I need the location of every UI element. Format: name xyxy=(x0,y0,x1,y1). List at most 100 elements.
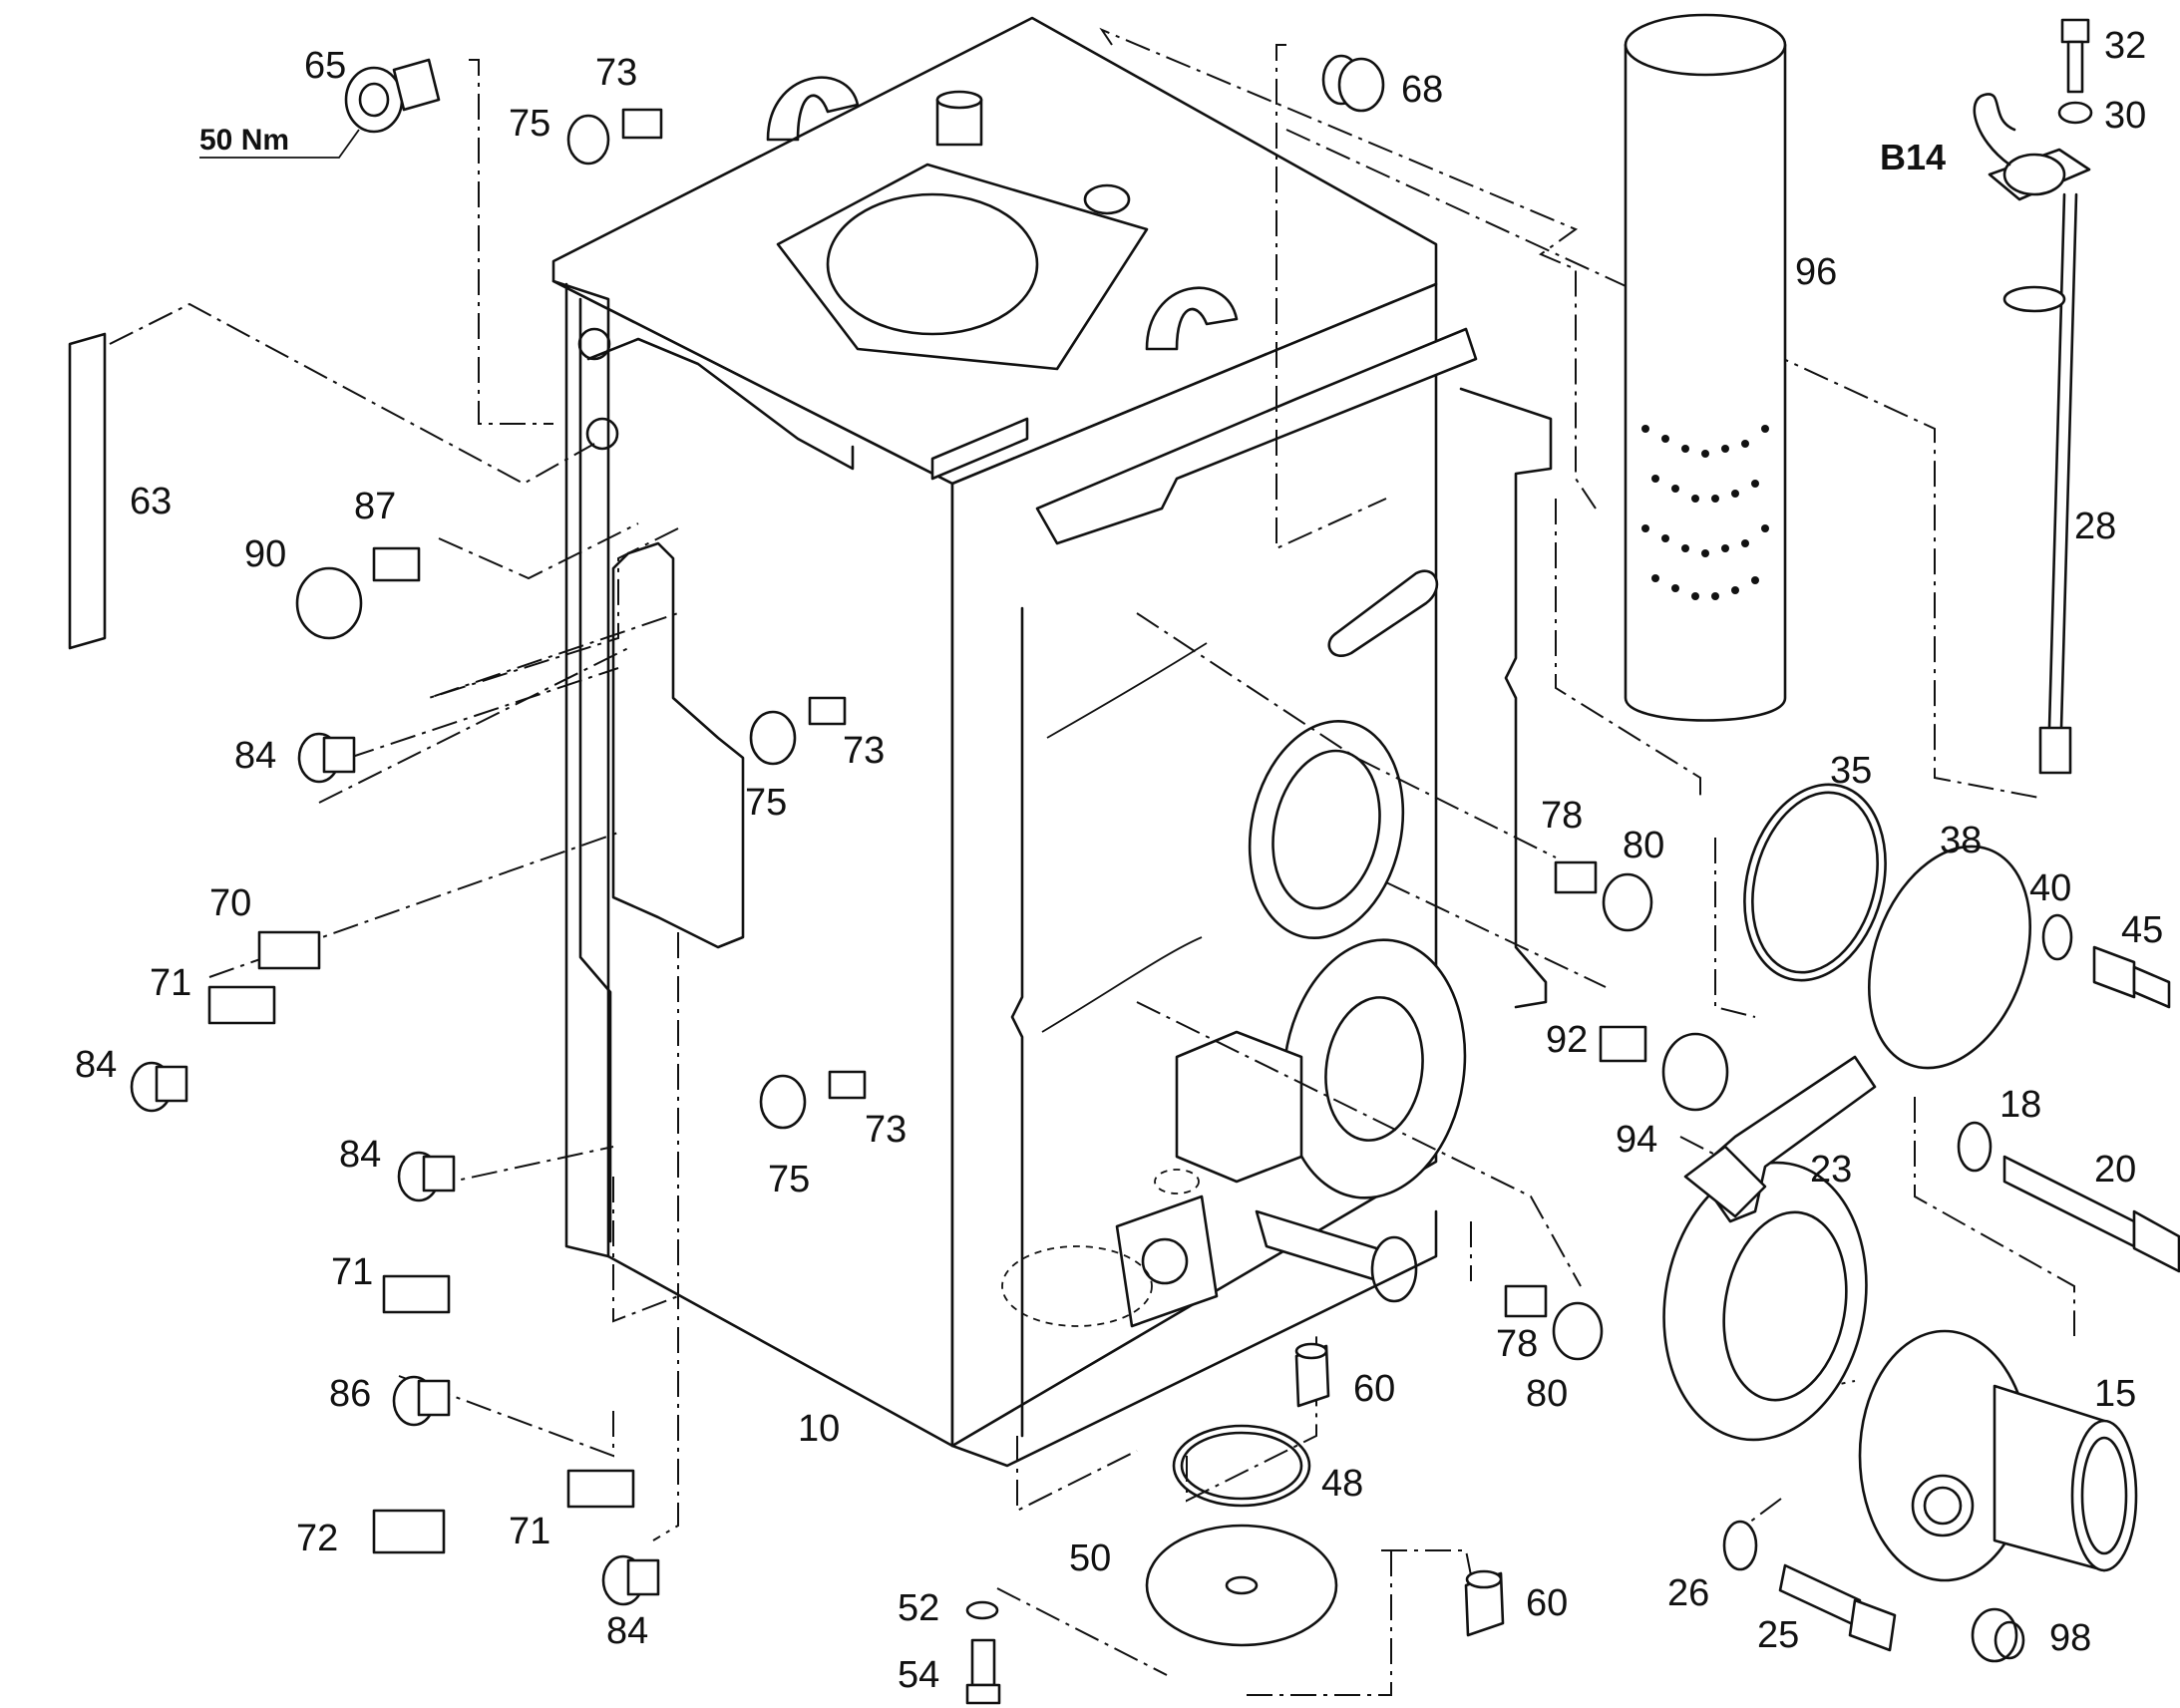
label-96: 96 xyxy=(1795,251,1837,293)
cover-plate-38 xyxy=(1867,845,2032,1070)
o-ring-35 xyxy=(1743,783,1887,982)
plug-84-a xyxy=(297,732,356,784)
plug-84-b xyxy=(130,1061,188,1113)
fitting-72 xyxy=(372,1509,446,1554)
plug-68 xyxy=(1321,54,1385,113)
label-50: 50 xyxy=(1069,1537,1111,1579)
label-71-a: 71 xyxy=(150,962,191,1004)
fitting-71-b xyxy=(382,1274,451,1314)
bolt-45 xyxy=(2092,945,2171,1009)
label-20: 20 xyxy=(2094,1149,2136,1191)
label-23: 23 xyxy=(1810,1149,1852,1191)
label-28: 28 xyxy=(2074,506,2116,547)
label-65: 65 xyxy=(304,45,346,87)
plug-87 xyxy=(372,546,421,582)
nut-80-a xyxy=(1602,872,1653,932)
washer-30 xyxy=(2057,101,2093,125)
label-71-c: 71 xyxy=(509,1511,550,1552)
torque-leader xyxy=(199,129,360,159)
perforated-tube-96 xyxy=(1624,13,1787,722)
label-63: 63 xyxy=(130,481,172,522)
sensor-b14 xyxy=(1973,93,2091,201)
plug-73-low xyxy=(828,1070,867,1100)
label-54: 54 xyxy=(898,1654,939,1696)
label-b14: B14 xyxy=(1880,137,1946,177)
label-70: 70 xyxy=(209,882,251,924)
flange-adapter-15 xyxy=(1858,1329,2138,1582)
label-84-a: 84 xyxy=(234,735,276,777)
label-45: 45 xyxy=(2121,909,2163,951)
label-52: 52 xyxy=(898,1587,939,1629)
label-78-b: 78 xyxy=(1496,1323,1538,1365)
label-90: 90 xyxy=(244,533,286,575)
label-32: 32 xyxy=(2104,25,2146,67)
label-25: 25 xyxy=(1757,1614,1799,1656)
label-80-b: 80 xyxy=(1526,1373,1568,1415)
connector-60-b xyxy=(1464,1569,1505,1637)
label-92: 92 xyxy=(1546,1019,1588,1061)
nut-75-top xyxy=(566,114,610,166)
label-60-b: 60 xyxy=(1526,1582,1568,1624)
label-40: 40 xyxy=(2029,867,2071,909)
label-48: 48 xyxy=(1321,1463,1363,1505)
torque-label: 50 Nm xyxy=(199,124,289,157)
fitting-71-c xyxy=(566,1469,635,1509)
label-87: 87 xyxy=(354,486,396,527)
nut-75-low xyxy=(759,1074,807,1130)
plug-98 xyxy=(1971,1607,2025,1663)
plug-86 xyxy=(392,1375,451,1427)
label-26: 26 xyxy=(1667,1572,1709,1614)
bolt-54 xyxy=(965,1638,1001,1705)
nipple-65 xyxy=(344,58,441,134)
fitting-71-a xyxy=(207,985,276,1025)
label-72: 72 xyxy=(296,1518,338,1559)
butterfly-valve-23 xyxy=(1662,1055,1877,1442)
label-10: 10 xyxy=(798,1408,840,1450)
nut-75-mid xyxy=(749,710,797,766)
washer-18 xyxy=(1957,1121,1993,1173)
screw-25 xyxy=(1778,1563,1897,1652)
part-labels: 10 15 18 20 23 25 26 28 30 32 35 38 40 4… xyxy=(75,25,2163,1696)
label-84-d: 84 xyxy=(606,1610,648,1652)
washer-26 xyxy=(1722,1520,1758,1571)
label-78-a: 78 xyxy=(1541,795,1583,837)
label-15: 15 xyxy=(2094,1373,2136,1415)
fitting-70 xyxy=(257,930,321,970)
nut-80-b xyxy=(1552,1301,1604,1361)
label-80-a: 80 xyxy=(1623,825,1664,866)
probe-28 xyxy=(2002,192,2078,775)
label-30: 30 xyxy=(2104,95,2146,137)
connector-60-a xyxy=(1294,1342,1330,1408)
label-35: 35 xyxy=(1830,750,1872,792)
housing-body xyxy=(551,16,1553,1468)
label-84-b: 84 xyxy=(75,1044,117,1086)
o-ring-48 xyxy=(1172,1424,1311,1508)
plug-78-a xyxy=(1554,860,1598,894)
label-86: 86 xyxy=(329,1373,371,1415)
screw-32 xyxy=(2060,18,2090,94)
plug-73-mid xyxy=(808,696,847,726)
label-98: 98 xyxy=(2049,1617,2091,1659)
label-38: 38 xyxy=(1940,820,1982,861)
label-73-a: 73 xyxy=(595,52,637,94)
label-60-a: 60 xyxy=(1353,1368,1395,1410)
plug-78-b xyxy=(1504,1284,1548,1318)
nut-90 xyxy=(295,566,363,640)
nut-94 xyxy=(1661,1032,1729,1112)
label-84-c: 84 xyxy=(339,1134,381,1176)
washer-40 xyxy=(2041,913,2073,961)
label-18: 18 xyxy=(1999,1084,2041,1126)
long-bolt-20 xyxy=(2002,1155,2180,1273)
label-75-a: 75 xyxy=(509,103,550,145)
label-73-b: 73 xyxy=(843,730,885,772)
washer-52 xyxy=(965,1600,999,1620)
plug-92 xyxy=(1599,1025,1647,1063)
label-94: 94 xyxy=(1616,1119,1657,1161)
rod-63 xyxy=(68,332,107,650)
label-68: 68 xyxy=(1401,69,1443,111)
plug-84-c xyxy=(397,1151,456,1202)
label-75-b: 75 xyxy=(745,782,787,824)
label-75-c: 75 xyxy=(768,1159,810,1200)
label-71-b: 71 xyxy=(331,1251,373,1293)
